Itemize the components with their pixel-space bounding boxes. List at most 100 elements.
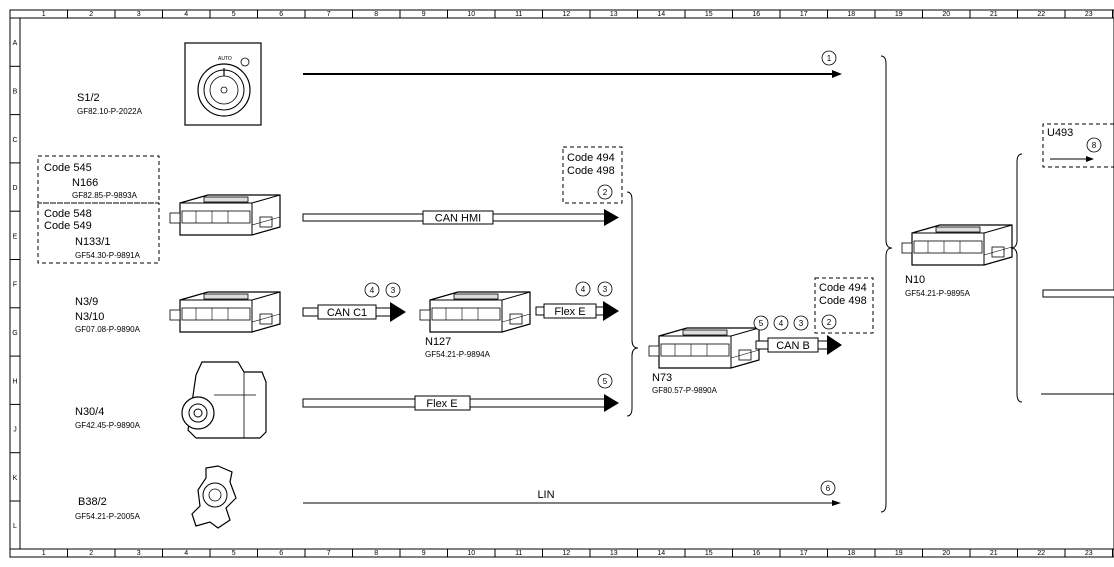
column-label-top: 22 (1037, 11, 1045, 18)
component-n127: N127 GF54.21-P-9894A (419, 291, 531, 359)
svg-text:6: 6 (826, 484, 831, 493)
code-545: Code 545 (44, 162, 92, 174)
s1-2-name: S1/2 (77, 92, 100, 104)
svg-text:3: 3 (391, 286, 396, 295)
marker-6: 6 (820, 480, 836, 496)
can-b-label: CAN B (776, 340, 810, 352)
component-n166-n133-1: Code 545 N166 GF82.85-P-9893A Code 548 C… (37, 155, 281, 264)
brace-n73-inputs (626, 191, 639, 417)
n73-name: N73 (652, 372, 672, 384)
column-label-bottom: 15 (705, 550, 713, 557)
can-b-label-box (767, 337, 819, 353)
svg-text:5: 5 (603, 377, 608, 386)
n30-4-ref: GF42.45-P-9890A (75, 421, 141, 430)
n166-ref: GF82.85-P-9893A (72, 191, 138, 200)
u493-name: U493 (1047, 127, 1073, 139)
bus-flex-e-long: Flex E 5 (302, 373, 619, 412)
svg-text:8: 8 (1092, 141, 1097, 150)
flex-e-long-label-box (414, 395, 471, 411)
column-label-top: 11 (515, 11, 522, 18)
column-label-top: 6 (279, 11, 283, 18)
marker-2-top (597, 184, 613, 200)
column-label-top: 1 (42, 11, 46, 18)
column-label-bottom: 1 (42, 550, 46, 557)
column-label-bottom: 7 (327, 550, 331, 557)
svg-text:2: 2 (603, 188, 608, 197)
column-label-bottom: 5 (232, 550, 236, 557)
component-s1-2: AUTO S1/2 GF82.10-P-2022A (77, 42, 262, 126)
svg-text:4: 4 (581, 285, 586, 294)
n166-module-image (169, 194, 281, 236)
code-494-498-top: Code 494 Code 498 2 (562, 146, 623, 204)
brace-right-side (1010, 153, 1023, 403)
column-label-bottom: 21 (990, 550, 998, 557)
column-label-top: 17 (800, 11, 808, 18)
component-n30-4: N30/4 GF42.45-P-9890A (75, 361, 267, 439)
n3-9-ref: GF07.08-P-9890A (75, 325, 141, 334)
n10-ref: GF54.21-P-9895A (905, 289, 971, 298)
column-label-top: 16 (752, 11, 760, 18)
row-label: D (12, 185, 17, 192)
component-n10: N10 GF54.21-P-9895A (901, 224, 1013, 298)
column-label-top: 3 (137, 11, 141, 18)
column-label-top: 15 (705, 11, 713, 18)
bus-can-c1: CAN C1 4 3 (302, 282, 406, 322)
can-hmi-label: CAN HMI (435, 213, 481, 225)
line-s1-2 (303, 70, 842, 78)
column-label-top: 14 (657, 11, 665, 18)
row-label: F (13, 282, 17, 289)
svg-text:Code 498: Code 498 (819, 295, 867, 307)
flex-e-short-label: Flex E (554, 306, 585, 318)
n10-module-image (901, 224, 1013, 266)
column-label-bottom: 13 (610, 550, 618, 557)
column-label-bottom: 8 (374, 550, 378, 557)
column-label-bottom: 20 (942, 550, 950, 557)
svg-text:3: 3 (603, 285, 608, 294)
column-label-top: 4 (184, 11, 188, 18)
column-label-bottom: 19 (895, 550, 903, 557)
can-c1-label-box (317, 304, 377, 320)
column-label-top: 20 (942, 11, 950, 18)
component-n73: N73 GF80.57-P-9890A (648, 327, 760, 395)
svg-text:Code 498: Code 498 (567, 165, 615, 177)
column-label-top: 10 (467, 11, 475, 18)
column-label-top: 2 (89, 11, 93, 18)
column-label-bottom: 3 (137, 550, 141, 557)
component-u493: U493 8 (1042, 123, 1114, 168)
flex-e-long-label: Flex E (426, 398, 457, 410)
frame (9, 9, 1114, 558)
flex-e-short-label-box (543, 303, 597, 319)
n3-9-name: N3/9 (75, 296, 98, 308)
code-548-549-box (37, 202, 160, 264)
code-549: Code 549 (44, 220, 92, 232)
can-hmi-label-box (422, 210, 494, 225)
partial-right-lines (1041, 289, 1114, 395)
column-label-bottom: 6 (279, 550, 283, 557)
code-494-498-right: Code 494 Code 498 2 (814, 277, 874, 334)
column-label-top: 19 (895, 11, 903, 18)
svg-text:Code 494: Code 494 (819, 282, 867, 294)
can-c1-label: CAN C1 (327, 307, 367, 319)
column-label-top: 21 (990, 11, 998, 18)
n127-ref: GF54.21-P-9894A (425, 350, 491, 359)
n127-name: N127 (425, 336, 451, 348)
column-label-top: 23 (1085, 11, 1093, 18)
column-label-bottom: 2 (89, 550, 93, 557)
b38-2-name: B38/2 (78, 496, 107, 508)
column-label-bottom: 22 (1037, 550, 1045, 557)
column-label-bottom: 18 (847, 550, 855, 557)
bus-can-b: CAN B 5 4 3 (753, 315, 842, 355)
b38-2-ref: GF54.21-P-2005A (75, 512, 141, 521)
column-label-bottom: 23 (1085, 550, 1093, 557)
column-label-top: 9 (422, 11, 426, 18)
svg-text:1: 1 (827, 54, 832, 63)
column-label-top: 8 (374, 11, 378, 18)
code-548: Code 548 (44, 208, 92, 220)
column-label-bottom: 14 (657, 550, 665, 557)
row-label: C (12, 137, 17, 144)
knob-label-auto: AUTO (218, 56, 232, 62)
row-label: K (13, 475, 18, 482)
n133-1-name: N133/1 (75, 236, 110, 248)
